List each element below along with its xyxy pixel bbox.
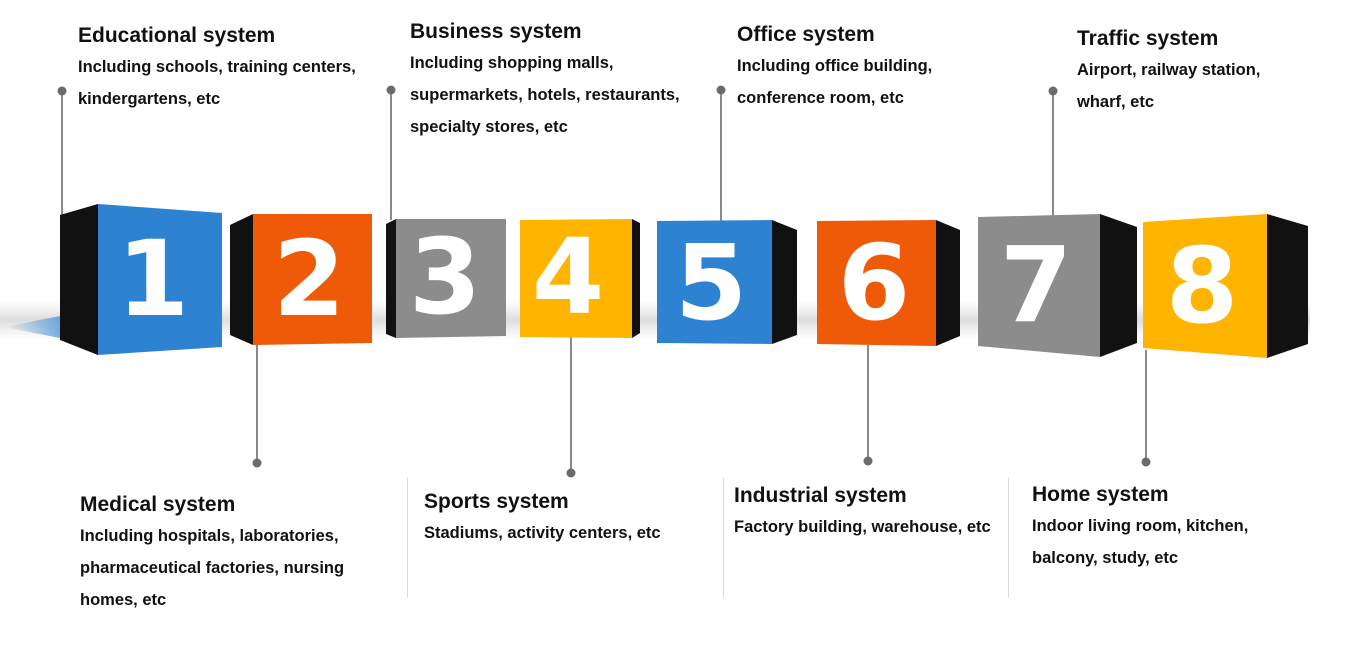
- step-7-desc: Airport, railway station, wharf, etc: [1077, 61, 1261, 111]
- cube-7-side: [1100, 214, 1137, 357]
- cube-3: 3: [386, 216, 506, 338]
- cube-2-front: [253, 214, 372, 345]
- cube-1-number: 1: [117, 218, 189, 340]
- step-6-title: Industrial system: [734, 484, 907, 507]
- cube-4-front: [520, 219, 632, 338]
- label-office: Office system Including office building,…: [737, 20, 962, 114]
- label-business: Business system Including shopping malls…: [410, 17, 710, 143]
- connector-dot-4: [566, 468, 576, 478]
- connector-dot-6: [863, 456, 873, 466]
- column-divider: [1008, 478, 1009, 598]
- step-8-title: Home system: [1032, 483, 1169, 506]
- cube-4-side: [632, 219, 640, 338]
- cube-6-front: [817, 220, 936, 346]
- cube-8: 8: [1143, 214, 1308, 358]
- cube-4-number: 4: [532, 216, 604, 338]
- cube-2-side: [230, 214, 253, 345]
- label-home: Home system Indoor living room, kitchen,…: [1032, 480, 1292, 574]
- connector-dot-1: [57, 86, 67, 96]
- cube-8-number: 8: [1166, 225, 1238, 347]
- cube-5-front: [657, 220, 772, 344]
- label-educational: Educational system Including schools, tr…: [78, 21, 388, 115]
- step-2-desc: Including hospitals, laboratories, pharm…: [80, 527, 345, 609]
- cube-6: 6: [817, 220, 960, 346]
- cube-5: 5: [657, 220, 797, 344]
- cube-1: 1: [60, 204, 222, 355]
- cube-7-number: 7: [1000, 224, 1072, 346]
- step-6-desc: Factory building, warehouse, etc: [734, 518, 991, 536]
- label-industrial: Industrial system Factory building, ware…: [734, 481, 994, 543]
- step-1-desc: Including schools, training centers, kin…: [78, 58, 356, 108]
- label-sports: Sports system Stadiums, activity centers…: [424, 487, 704, 549]
- step-5-title: Office system: [737, 23, 875, 46]
- connector-dot-2: [252, 458, 262, 468]
- cube-8-front: [1143, 214, 1267, 358]
- cube-1-front: [98, 204, 222, 355]
- cube-2-number: 2: [273, 218, 345, 340]
- cube-3-side: [386, 219, 396, 338]
- column-divider: [407, 478, 408, 598]
- step-7-title: Traffic system: [1077, 27, 1219, 50]
- cube-1-side: [60, 204, 98, 355]
- label-traffic: Traffic system Airport, railway station,…: [1077, 24, 1297, 118]
- step-5-desc: Including office building, conference ro…: [737, 57, 933, 107]
- connector-dot-7: [1048, 86, 1058, 96]
- band-glow: [4, 314, 70, 340]
- connector-dot-5: [716, 85, 726, 95]
- cube-7-front: [978, 214, 1100, 357]
- step-1-title: Educational system: [78, 24, 276, 47]
- cube-5-number: 5: [675, 222, 747, 344]
- cube-4: 4: [520, 216, 640, 338]
- cube-5-side: [772, 220, 797, 344]
- cube-7: 7: [978, 214, 1137, 357]
- step-8-desc: Indoor living room, kitchen, balcony, st…: [1032, 517, 1249, 567]
- cube-6-side: [936, 220, 960, 346]
- step-4-title: Sports system: [424, 490, 569, 513]
- connector-dot-8: [1141, 457, 1151, 467]
- step-2-title: Medical system: [80, 493, 236, 516]
- connector-dot-3: [386, 85, 396, 95]
- cube-3-number: 3: [409, 216, 481, 338]
- cube-2: 2: [230, 214, 372, 345]
- step-4-desc: Stadiums, activity centers, etc: [424, 524, 661, 542]
- cube-6-number: 6: [838, 222, 910, 344]
- cube-3-front: [396, 219, 506, 338]
- step-3-desc: Including shopping malls, supermarkets, …: [410, 54, 680, 136]
- column-divider: [723, 478, 724, 598]
- step-3-title: Business system: [410, 20, 582, 43]
- cube-8-side: [1267, 214, 1308, 358]
- label-medical: Medical system Including hospitals, labo…: [80, 490, 380, 616]
